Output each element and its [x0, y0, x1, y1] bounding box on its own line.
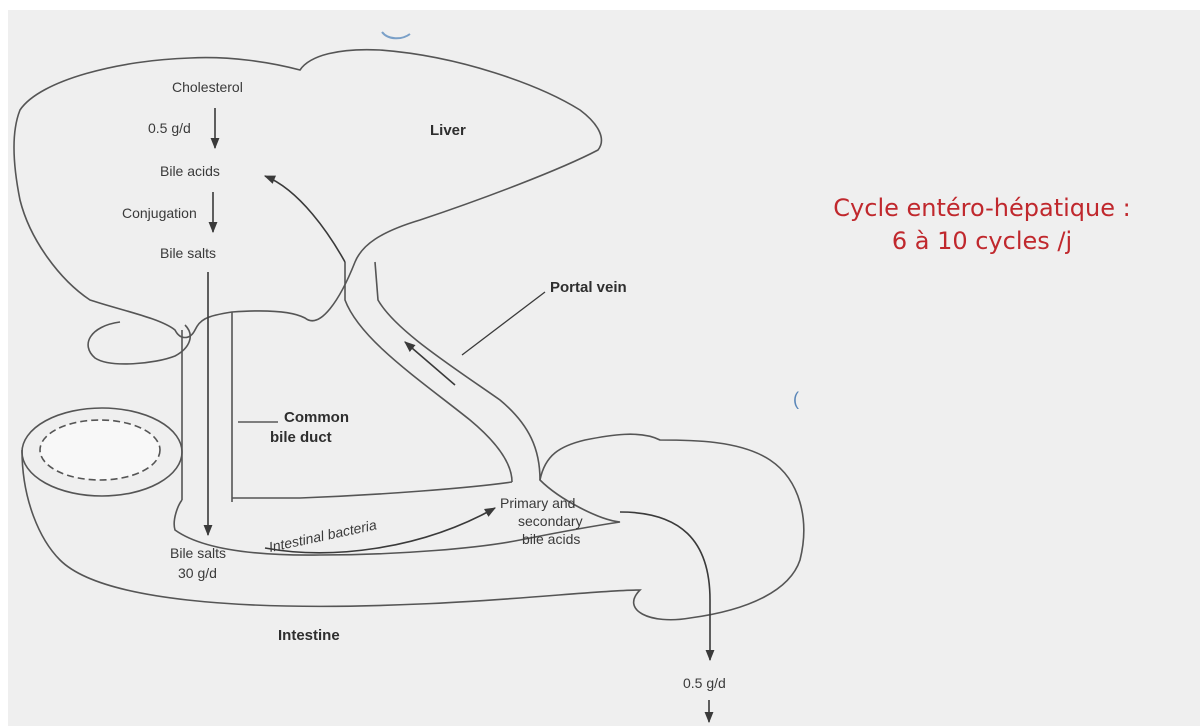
- label-cholesterol: Cholesterol: [172, 79, 243, 95]
- arrow-return-to-bile-acids: [263, 175, 346, 263]
- top-margin-strip: [0, 0, 1200, 10]
- label-primary-2: secondary: [518, 513, 583, 529]
- label-bile-acids: Bile acids: [160, 163, 220, 179]
- label-common-bile-duct-2: bile duct: [270, 429, 332, 446]
- intestine-outline: [21, 433, 805, 621]
- label-conjugation: Conjugation: [122, 205, 197, 221]
- gall-bladder: [87, 321, 191, 365]
- portal-vein-pointer: [461, 291, 546, 356]
- arrow-excretion: [619, 511, 715, 662]
- label-liver: Liver: [430, 122, 466, 139]
- portal-vein-left-wall: [344, 262, 513, 483]
- annotation-line-2: 6 à 10 cycles /j: [892, 227, 1072, 255]
- arrow-intestinal-bacteria: [264, 507, 496, 554]
- label-common-bile-duct-1: Common: [284, 409, 349, 426]
- liver-outline: [13, 48, 603, 339]
- annotation-line-1: Cycle entéro-hépatique :: [833, 194, 1130, 222]
- label-bile-salts-rate: 30 g/d: [178, 565, 217, 581]
- label-rate-bottom: 0.5 g/d: [683, 675, 726, 691]
- duodenum-inner-lumen: [39, 419, 161, 481]
- portal-vein-right-wall: [374, 261, 541, 481]
- arrow-portal-vein-up: [404, 341, 456, 386]
- label-bile-salts-top: Bile salts: [160, 245, 216, 261]
- label-primary-1: Primary and: [500, 495, 575, 511]
- inner-region-outline: [232, 481, 513, 499]
- scan-artifact-mark: (: [793, 389, 799, 409]
- scan-artifact-top: [381, 31, 411, 40]
- label-rate-top: 0.5 g/d: [148, 120, 191, 136]
- label-primary-3: bile acids: [522, 531, 580, 547]
- label-intestine: Intestine: [278, 627, 340, 644]
- label-portal-vein: Portal vein: [550, 279, 627, 296]
- left-margin-strip: [0, 0, 8, 726]
- label-bile-salts-bottom: Bile salts: [170, 545, 226, 561]
